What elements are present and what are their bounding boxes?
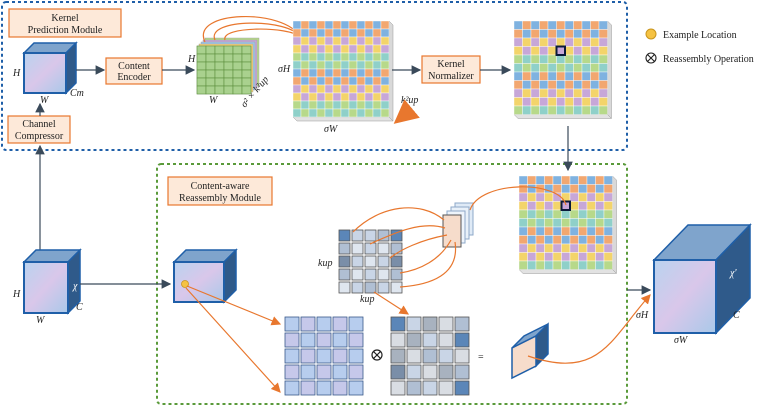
- label-H-3: H: [12, 289, 21, 300]
- output-feature-cube: [652, 223, 752, 335]
- label-kup-1: kup: [318, 258, 332, 269]
- svg-text:Prediction Module: Prediction Module: [28, 25, 103, 36]
- raw-kernel-map: [292, 20, 394, 122]
- svg-text:Encoder: Encoder: [117, 72, 151, 83]
- reassembly-title: Content-aware Reassembly Module: [167, 176, 273, 206]
- label-H-2: H: [187, 54, 196, 65]
- kernel-normalizer-block: Kernel Normalizer: [421, 55, 481, 84]
- feature-patch-grid: [284, 316, 364, 396]
- svg-text:Compressor: Compressor: [15, 131, 64, 142]
- label-sigmaW-2: σW: [674, 335, 689, 346]
- svg-text:Kernel: Kernel: [437, 59, 464, 70]
- kernel-slice-stack: [442, 202, 474, 248]
- svg-text:Reassembly Module: Reassembly Module: [179, 193, 261, 204]
- content-encoder-block: Content Encoder: [105, 57, 163, 85]
- label-C-1: C: [76, 302, 83, 313]
- kernel-map-lower: [518, 175, 618, 275]
- kernel-weights-grid: [390, 316, 470, 396]
- input-feature-cube: [22, 248, 82, 315]
- label-H-1: H: [12, 68, 21, 79]
- label-W-2: W: [209, 95, 219, 106]
- label-W-1: W: [40, 95, 50, 106]
- example-location-icon: [645, 28, 657, 40]
- label-chi-prime: χ': [729, 268, 737, 279]
- reassembly-input-cube: [172, 248, 238, 304]
- normalized-kernel-map: [513, 20, 613, 120]
- example-location-dot: [181, 280, 189, 288]
- label-kup-sq: k²up: [401, 95, 418, 106]
- legend: Example Location Reassembly Operation: [645, 28, 754, 65]
- label-kup-2: kup: [360, 294, 374, 305]
- kernel-kup-grid: [338, 229, 403, 294]
- encoder-output-tensor: [196, 37, 260, 95]
- compressed-feature-cube: [22, 41, 78, 95]
- svg-text:Normalizer: Normalizer: [428, 71, 474, 82]
- reassembly-op-icon: [645, 52, 657, 64]
- legend-example-location: Example Location: [663, 30, 737, 41]
- svg-text:Kernel: Kernel: [51, 13, 78, 24]
- reassembly-op-symbol: [371, 349, 383, 361]
- label-C-2: C: [733, 310, 740, 321]
- label-Cm: Cm: [70, 88, 84, 99]
- legend-reassembly-operation: Reassembly Operation: [663, 54, 754, 65]
- svg-text:Channel: Channel: [22, 119, 56, 130]
- label-sigmaW-1: σW: [324, 124, 339, 135]
- kernel-prediction-title: Kernel Prediction Module: [8, 8, 122, 38]
- label-sigmaH-2: σH: [636, 310, 649, 321]
- result-cube: [511, 322, 549, 380]
- label-sigmaH-1: σH: [278, 64, 291, 75]
- svg-text:Content-aware: Content-aware: [191, 181, 250, 192]
- equals-sign: =: [478, 352, 484, 363]
- svg-text:Content: Content: [118, 61, 150, 72]
- label-chi: χ: [72, 281, 78, 292]
- label-W-3: W: [36, 315, 46, 326]
- channel-compressor-block: Channel Compressor: [7, 115, 71, 144]
- kernel-prediction-border: [1, 1, 628, 151]
